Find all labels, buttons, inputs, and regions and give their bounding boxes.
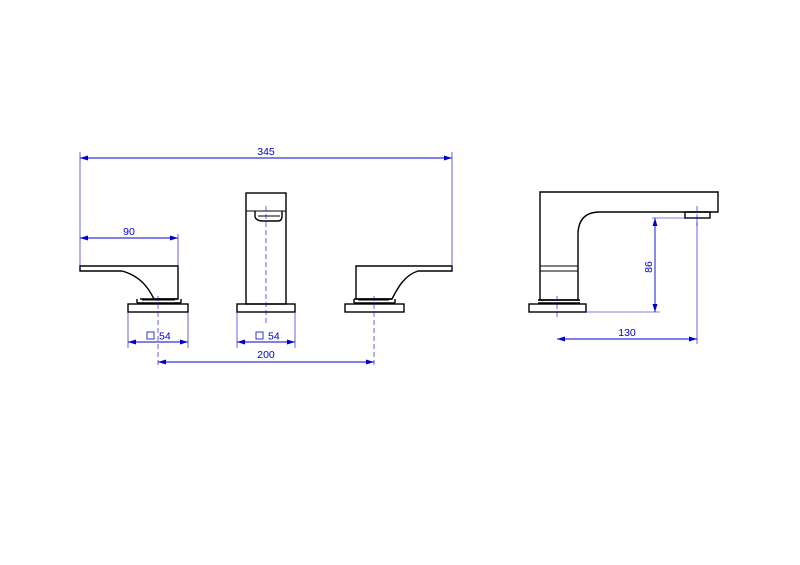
dim-center-base-label: 54 (268, 331, 280, 343)
dim-center-spacing-label: 200 (257, 349, 275, 361)
square-symbol-icon (255, 331, 264, 340)
left-handle (79, 265, 189, 313)
dim-spout-reach-label: 130 (618, 327, 636, 339)
side-view: 86 130 (528, 191, 719, 344)
dim-overall-width-label: 345 (257, 146, 275, 158)
dim-left-base-label: 54 (159, 331, 171, 343)
dim-spout-reach: 130 (557, 218, 698, 344)
right-handle (344, 265, 453, 313)
dim-overall-width: 345 (79, 146, 453, 268)
dim-center-base: 54 (236, 312, 296, 348)
dim-spout-height: 86 (586, 217, 700, 313)
front-view: 345 90 54 54 (79, 146, 453, 368)
dim-center-spacing: 200 (158, 349, 374, 365)
square-symbol-icon (146, 331, 155, 340)
dim-handle-length: 90 (80, 226, 179, 268)
dim-left-base: 54 (127, 312, 189, 348)
dim-spout-height-label: 86 (643, 261, 655, 273)
dim-handle-length-label: 90 (123, 226, 135, 238)
